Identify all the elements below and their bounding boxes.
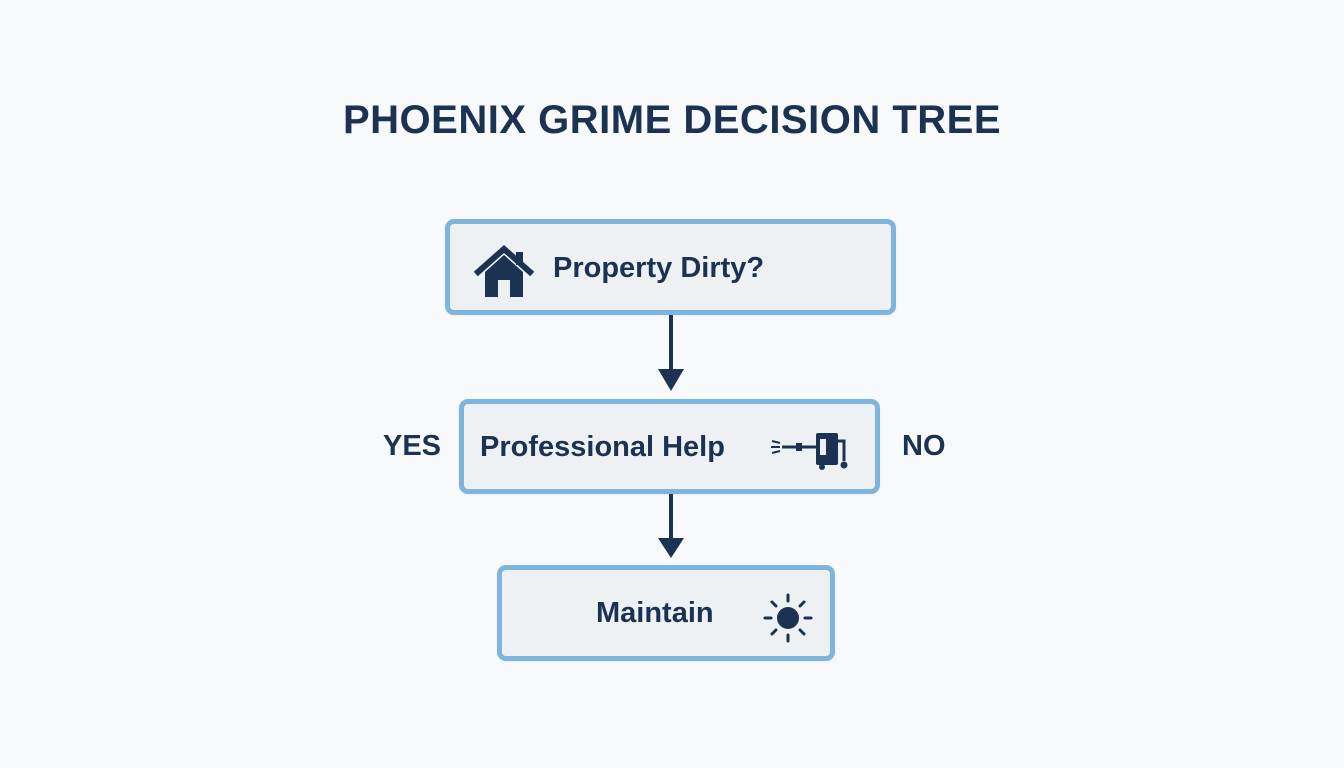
node-label-professional-help: Professional Help: [480, 431, 725, 463]
diagram-title: PHOENIX GRIME DECISION TREE: [342, 98, 1002, 142]
branch-label-yes: YES: [383, 430, 442, 462]
arrow-down-2: [658, 494, 684, 558]
node-professional-help: Professional Help: [459, 399, 880, 494]
arrow-down-1: [658, 315, 684, 391]
node-maintain: Maintain: [497, 565, 835, 661]
house-icon: [473, 244, 535, 297]
node-label-property-dirty: Property Dirty?: [553, 252, 765, 284]
branch-label-no: NO: [902, 430, 946, 462]
node-property-dirty: Property Dirty?: [445, 219, 896, 315]
sun-icon: [763, 593, 813, 643]
pressure-washer-icon: [771, 433, 848, 470]
node-label-maintain: Maintain: [596, 597, 714, 629]
